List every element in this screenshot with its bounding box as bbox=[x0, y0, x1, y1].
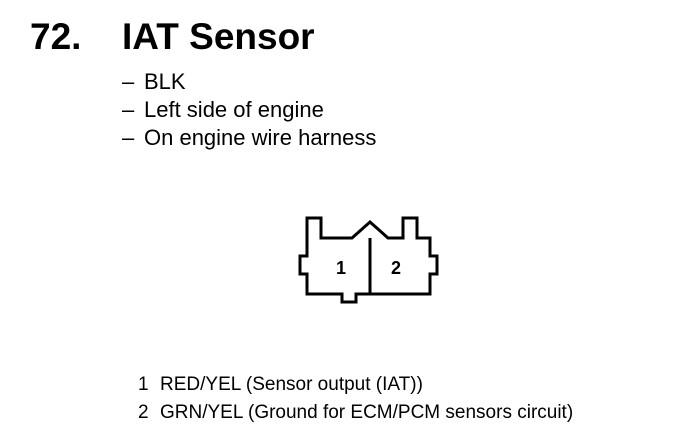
section-title: IAT Sensor bbox=[122, 16, 315, 57]
connector-housing-outline bbox=[298, 216, 439, 304]
note-dash: – bbox=[122, 125, 135, 150]
note-item: –Left side of engine bbox=[122, 96, 376, 124]
note-dash: – bbox=[122, 97, 135, 122]
pinout-description: GRN/YEL (Ground for ECM/PCM sensors circ… bbox=[160, 402, 574, 423]
section-number: 72. bbox=[30, 16, 82, 57]
pin-2-label: 2 bbox=[391, 258, 401, 278]
pinout-list: 1 RED/YEL (Sensor output (IAT)) 2 GRN/YEL … bbox=[138, 371, 573, 427]
note-item: –BLK bbox=[122, 68, 376, 96]
pinout-item: 1 RED/YEL (Sensor output (IAT)) bbox=[138, 371, 573, 399]
note-text: On engine wire harness bbox=[144, 125, 377, 150]
pinout-pin-number: 1 bbox=[138, 374, 149, 395]
note-text: Left side of engine bbox=[144, 97, 324, 122]
pin-1-label: 1 bbox=[336, 258, 346, 278]
component-notes: –BLK –Left side of engine –On engine wir… bbox=[122, 68, 376, 152]
note-item: –On engine wire harness bbox=[122, 124, 376, 152]
note-dash: – bbox=[122, 69, 135, 94]
pinout-pin-number: 2 bbox=[138, 402, 149, 423]
connector-diagram: 1 2 bbox=[298, 216, 439, 304]
pinout-item: 2 GRN/YEL (Ground for ECM/PCM sensors cir… bbox=[138, 399, 573, 427]
pinout-description: RED/YEL (Sensor output (IAT)) bbox=[160, 374, 423, 395]
note-text: BLK bbox=[144, 69, 186, 94]
